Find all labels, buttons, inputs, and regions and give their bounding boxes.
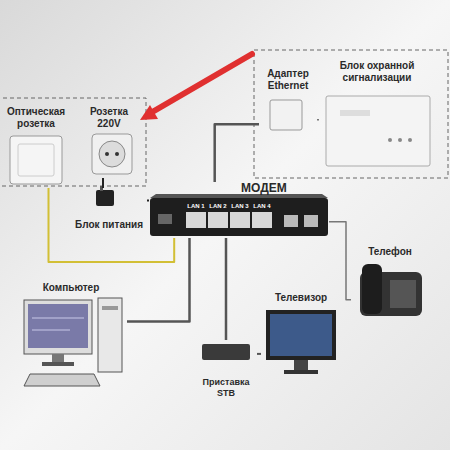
- device-label: Телевизор: [261, 292, 341, 304]
- device-node: Телевизор: [261, 292, 341, 384]
- cable-line: [329, 222, 351, 300]
- port-label: LAN 4: [252, 203, 272, 210]
- alarm-icon: [408, 138, 412, 142]
- power-socket-icon: [115, 152, 119, 156]
- alarm-icon: [388, 138, 392, 142]
- cable-line: [257, 353, 261, 355]
- pointer-arrow: [154, 54, 252, 111]
- tv-icon: [266, 310, 336, 360]
- computer-icon: [102, 306, 118, 310]
- modem-port: [158, 214, 172, 224]
- alarm-icon: [398, 138, 402, 142]
- alarm-icon: [326, 96, 430, 166]
- tv-icon: [294, 360, 308, 370]
- device-node: Телефон: [351, 246, 429, 324]
- optical-socket-icon: [18, 144, 54, 176]
- device-node: Блок охранной сигнализации: [319, 60, 435, 170]
- computer-icon: [28, 304, 88, 348]
- computer-icon: [52, 354, 64, 362]
- device-node: Розетка 220V: [79, 106, 139, 178]
- modem-port: [186, 212, 206, 228]
- phone-icon: [362, 264, 382, 314]
- device-node: Блок питания: [71, 188, 147, 230]
- power-socket-icon: [105, 152, 109, 156]
- modem-port: [304, 215, 318, 227]
- device-node: Адаптер Ethernet: [259, 68, 317, 140]
- group-outline: [0, 98, 146, 186]
- modem-port: [284, 215, 298, 227]
- device-label: Компьютер: [15, 282, 127, 294]
- port-label: LAN 2: [208, 203, 228, 210]
- modem-body: [150, 198, 328, 236]
- port-label: LAN 1: [186, 203, 206, 210]
- tv-icon: [270, 314, 332, 356]
- device-node: Приставка STB: [195, 340, 257, 398]
- device-label: Приставка STB: [195, 377, 257, 398]
- device-label: МОДЕМ: [149, 182, 329, 196]
- computer-icon: [42, 362, 74, 366]
- optical-socket-icon: [10, 136, 62, 184]
- cable-line: [317, 119, 319, 121]
- device-label: Розетка 220V: [79, 106, 139, 129]
- port-label: LAN 3: [230, 203, 250, 210]
- device-node: Компьютер: [15, 282, 127, 414]
- modem-port: [252, 212, 272, 228]
- cable-line: [225, 238, 228, 340]
- group-outline: [254, 50, 448, 178]
- adapter-icon: [270, 100, 302, 130]
- device-node: МОДЕМ: [149, 182, 329, 238]
- modem-body: [150, 194, 328, 198]
- power-socket-icon: [99, 141, 125, 167]
- computer-icon: [98, 298, 122, 372]
- modem-port: [230, 212, 250, 228]
- computer-icon: [32, 330, 70, 331]
- pointer-arrow: [140, 105, 158, 120]
- power-socket-icon: [92, 134, 132, 174]
- tv-icon: [284, 370, 318, 374]
- device-node: Оптическая розетка: [3, 106, 69, 188]
- stb-icon: [202, 344, 250, 360]
- phone-icon: [390, 280, 416, 308]
- power-supply-icon: [96, 190, 114, 206]
- cable-line: [127, 238, 190, 322]
- cable-line: [102, 178, 104, 188]
- computer-icon: [24, 374, 100, 386]
- cable-line: [215, 124, 259, 182]
- device-label: Блок питания: [71, 219, 147, 231]
- device-label: Оптическая розетка: [3, 106, 69, 129]
- computer-icon: [32, 318, 84, 319]
- computer-icon: [24, 300, 92, 354]
- cable-line: [49, 188, 175, 262]
- device-label: Блок охранной сигнализации: [319, 60, 435, 83]
- alarm-icon: [340, 110, 370, 116]
- cable-line: [147, 200, 149, 202]
- modem-port: [208, 212, 228, 228]
- device-label: Адаптер Ethernet: [259, 68, 317, 91]
- device-label: Телефон: [351, 246, 429, 258]
